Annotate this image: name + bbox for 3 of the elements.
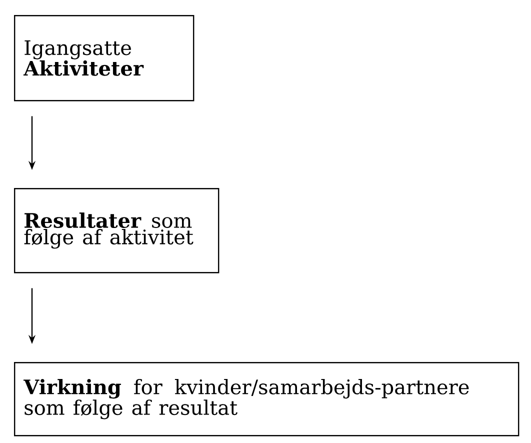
process-box: Igangsatte Aktiviteter [14, 15, 194, 102]
process-box: Virkning for kvinder/samarbejds-partnere som følge af resultat [14, 362, 520, 436]
process-box: Resultater som følge af aktivitet [14, 188, 220, 274]
